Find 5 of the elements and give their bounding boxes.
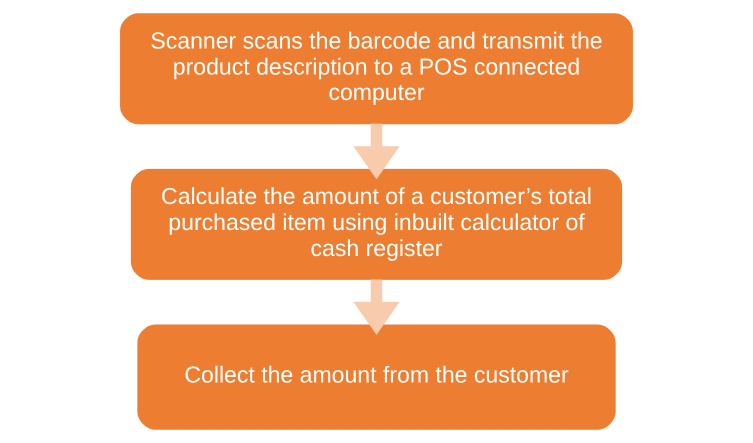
node-box: Scanner scans the barcode and transmit the product description to a POS connected computer — [120, 13, 633, 124]
node-box: Calculate the amount of a customer’s total purchased item using inbuilt calculator of cash register — [130, 168, 622, 280]
arrow — [353, 280, 400, 335]
node-box: Collect the amount from the customer — [137, 324, 616, 430]
arrow — [353, 124, 400, 180]
